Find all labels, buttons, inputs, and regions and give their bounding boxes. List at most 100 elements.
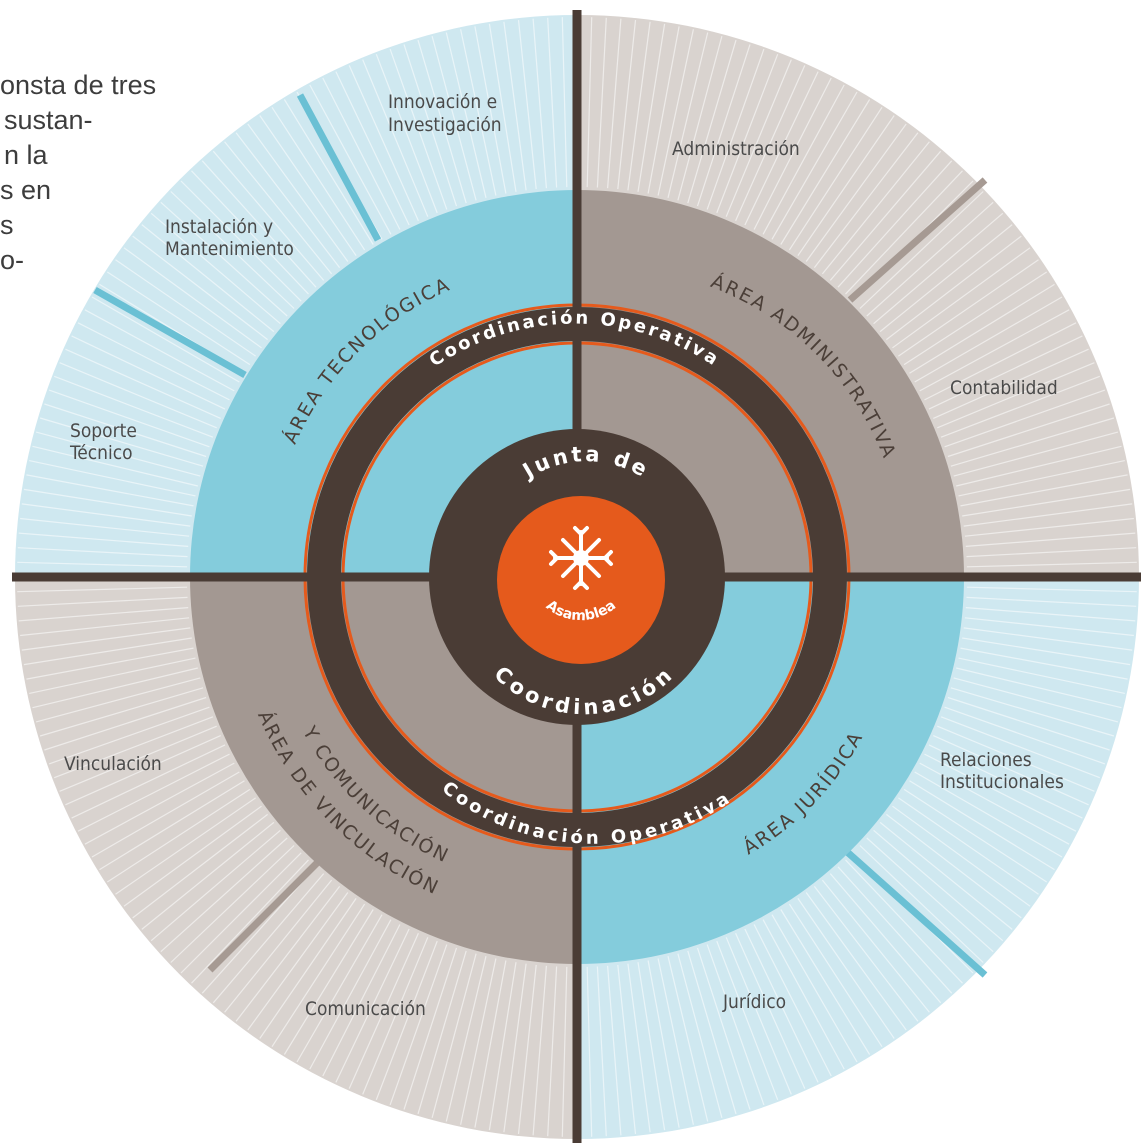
- texture-ray: [132, 235, 268, 341]
- texture-ray: [829, 873, 942, 1004]
- texture-ray: [212, 150, 325, 281]
- texture-ray: [389, 48, 448, 210]
- texture-ray: [821, 141, 930, 275]
- texture-ray: [44, 696, 207, 751]
- texture-ray: [696, 44, 751, 207]
- texture-ray: [866, 837, 994, 953]
- texture-ray: [586, 17, 593, 188]
- texture-ray: [944, 706, 1106, 765]
- texture-ray: [892, 805, 1031, 907]
- texture-ray: [335, 71, 410, 226]
- texture-ray: [909, 283, 1055, 374]
- texture-ray: [928, 335, 1083, 410]
- dept-label-comunicacion: Comunicación: [305, 998, 426, 1020]
- texture-ray: [180, 180, 302, 302]
- texture-ray: [503, 21, 527, 191]
- texture-ray: [23, 637, 192, 666]
- texture-ray: [141, 224, 275, 333]
- texture-ray: [115, 259, 256, 357]
- texture-ray: [17, 586, 188, 593]
- texture-ray: [687, 950, 737, 1115]
- texture-ray: [160, 201, 288, 317]
- texture-ray: [26, 647, 194, 680]
- texture-ray: [627, 963, 651, 1133]
- texture-ray: [953, 677, 1119, 723]
- texture-ray: [283, 99, 374, 245]
- texture-ray: [627, 21, 651, 191]
- texture-ray: [937, 725, 1095, 792]
- texture-ray: [805, 892, 907, 1031]
- texture-ray: [17, 596, 188, 607]
- texture-ray: [962, 488, 1131, 517]
- texture-ray: [898, 797, 1039, 895]
- texture-ray: [965, 532, 1136, 547]
- texture-ray: [596, 966, 607, 1137]
- texture-ray: [950, 417, 1115, 467]
- texture-ray: [928, 744, 1083, 819]
- texture-ray: [813, 886, 919, 1022]
- texture-ray: [26, 474, 194, 507]
- texture-ray: [950, 687, 1115, 737]
- texture-ray: [924, 753, 1077, 832]
- texture-ray: [919, 762, 1070, 845]
- texture-ray: [71, 335, 226, 410]
- texture-ray: [150, 212, 281, 325]
- texture-ray: [879, 821, 1013, 930]
- texture-ray: [780, 909, 871, 1055]
- texture-ray: [32, 667, 198, 709]
- intro-line: o-: [0, 245, 25, 275]
- texture-ray: [879, 224, 1013, 333]
- texture-ray: [586, 966, 593, 1137]
- texture-ray: [224, 141, 333, 275]
- separator-line: [93, 286, 247, 379]
- texture-ray: [53, 716, 214, 779]
- texture-ray: [53, 375, 214, 438]
- texture-ray: [637, 23, 666, 192]
- texture-ray: [966, 547, 1137, 558]
- texture-ray: [106, 271, 251, 366]
- texture-ray: [914, 771, 1063, 858]
- texture-ray: [788, 903, 883, 1048]
- intro-line: onsta de tres: [0, 70, 157, 100]
- dept-label-instalacion: Instalación y Mantenimiento: [165, 216, 294, 260]
- texture-ray: [617, 20, 637, 190]
- texture-ray: [753, 924, 832, 1077]
- texture-ray: [115, 797, 256, 895]
- texture-ray: [160, 837, 288, 953]
- dept-label-administracion: Administración: [672, 138, 800, 160]
- texture-ray: [17, 561, 188, 568]
- department-labels: Innovación e Investigación Instalación y…: [64, 91, 1064, 1020]
- texture-ray: [716, 940, 779, 1101]
- intro-line: s: [0, 210, 14, 240]
- texture-ray: [348, 65, 419, 221]
- texture-ray: [696, 947, 751, 1110]
- texture-ray: [39, 417, 204, 467]
- texture-ray: [780, 99, 871, 245]
- texture-ray: [657, 958, 694, 1125]
- texture-ray: [892, 247, 1031, 349]
- texture-ray: [706, 48, 765, 210]
- texture-ray: [561, 966, 568, 1137]
- texture-ray: [474, 26, 507, 194]
- texture-ray: [964, 517, 1134, 537]
- texture-ray: [247, 123, 349, 262]
- texture-ray: [474, 960, 507, 1128]
- texture-ray: [59, 362, 217, 429]
- texture-ray: [829, 150, 942, 281]
- texture-ray: [17, 547, 188, 558]
- texture-ray: [933, 735, 1089, 806]
- texture-ray: [933, 348, 1089, 419]
- texture-ray: [335, 928, 410, 1083]
- texture-ray: [224, 879, 333, 1013]
- dept-label-contabilidad: Contabilidad: [950, 377, 1058, 399]
- texture-ray: [944, 389, 1106, 448]
- texture-ray: [725, 937, 792, 1095]
- separator-line: [207, 857, 323, 973]
- texture-ray: [837, 160, 953, 288]
- texture-ray: [873, 829, 1004, 942]
- texture-ray: [956, 445, 1122, 487]
- texture-ray: [859, 191, 984, 309]
- texture-ray: [963, 627, 1133, 651]
